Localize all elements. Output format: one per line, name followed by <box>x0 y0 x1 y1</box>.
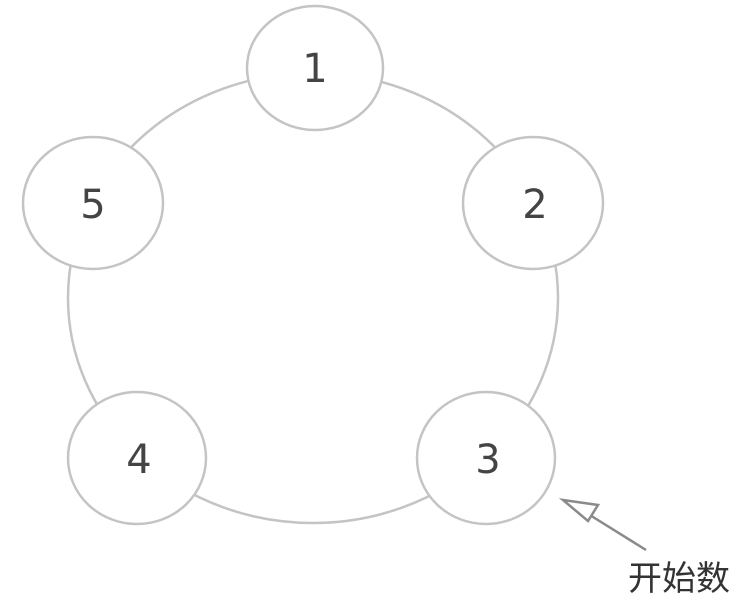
node-label: 2 <box>522 182 547 228</box>
node-label: 4 <box>126 437 151 483</box>
node-4: 4 <box>66 390 208 526</box>
start-arrow-icon <box>558 498 647 552</box>
node-label: 1 <box>302 46 327 92</box>
node-3: 3 <box>415 390 557 526</box>
node-label: 5 <box>80 182 105 228</box>
node-5: 5 <box>21 135 165 271</box>
node-1: 1 <box>245 4 385 132</box>
node-2: 2 <box>461 135 605 271</box>
node-label: 3 <box>475 437 500 483</box>
start-label: 开始数 <box>628 559 730 599</box>
